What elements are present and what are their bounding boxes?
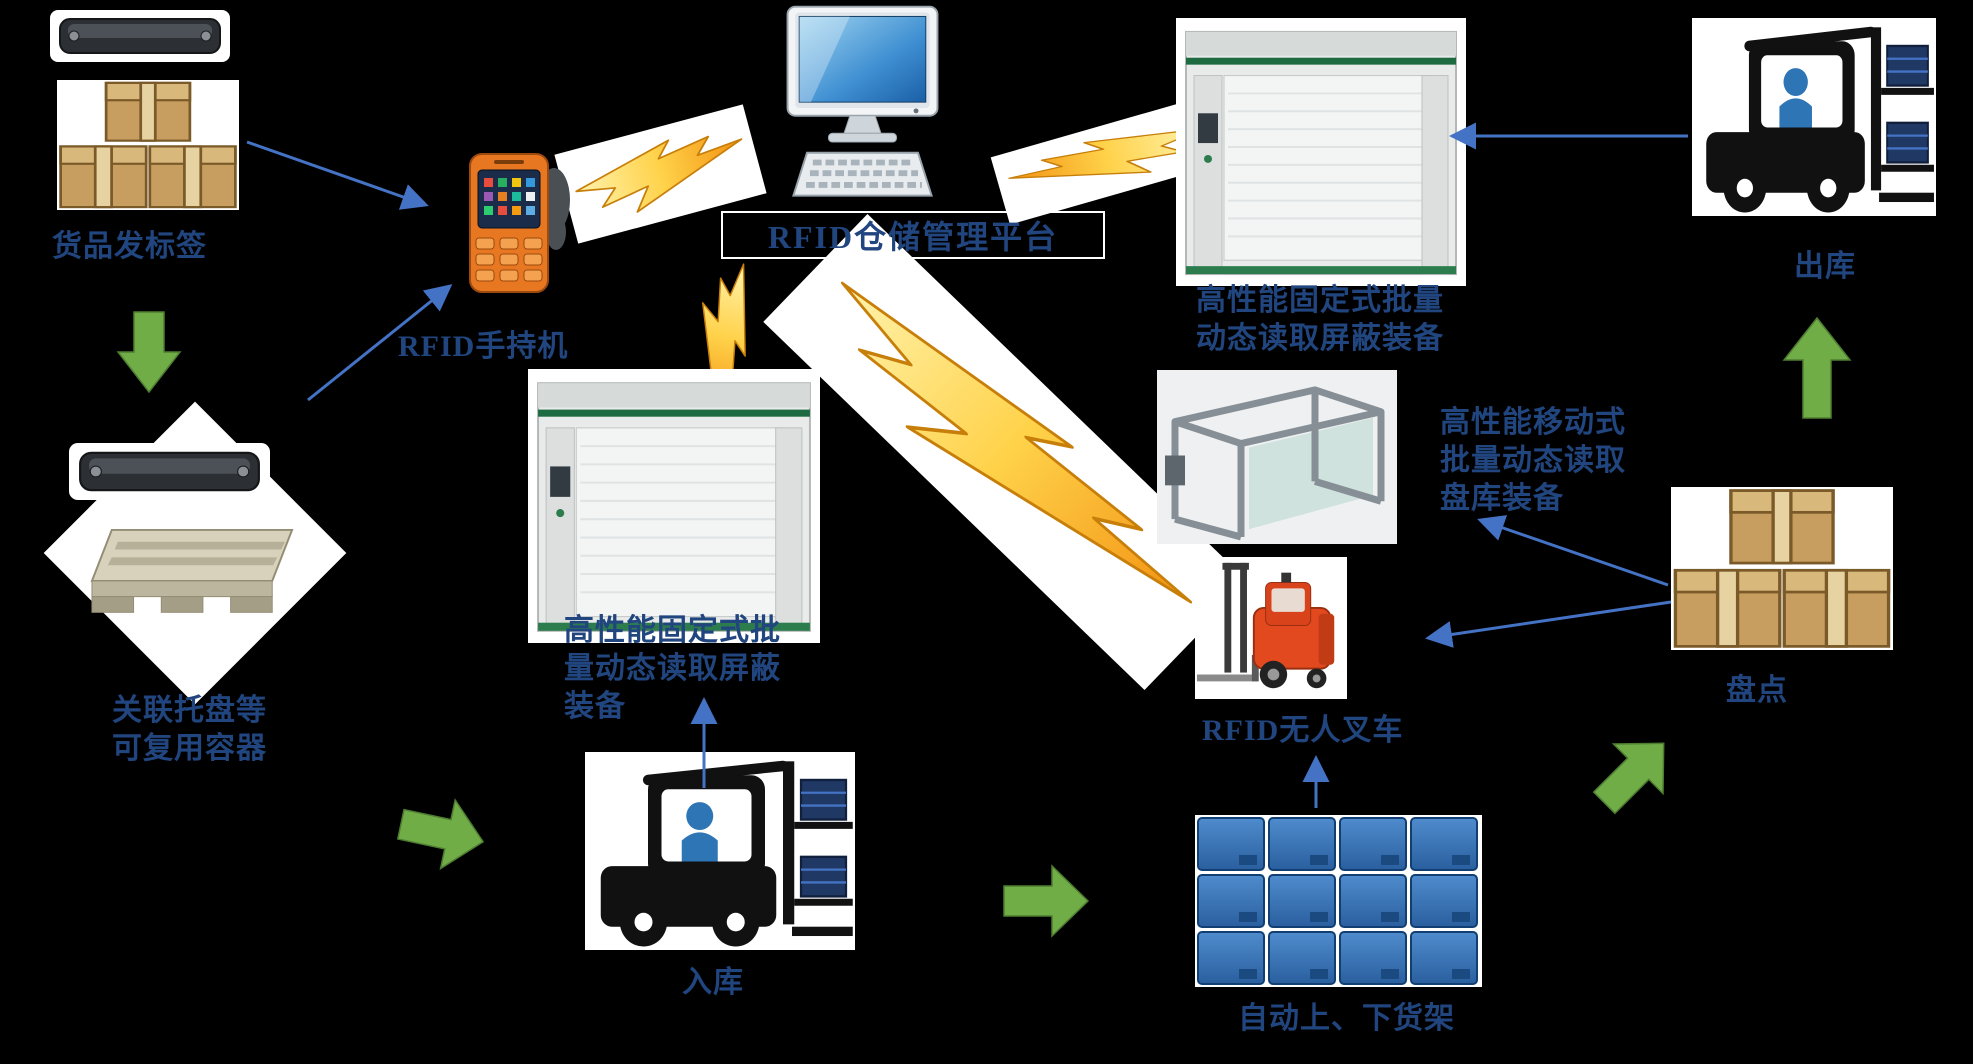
- computer-platform-image: [770, 2, 955, 212]
- goods-tagging-label: 货品发标签: [52, 230, 207, 263]
- fixed-reader-portal-icon: [528, 369, 820, 643]
- fixed-reader-portal-icon: [1176, 18, 1466, 286]
- pallet-tag-image: [69, 443, 270, 500]
- fixed-reader-right-label: 高性能固定式批量 动态读取屏蔽装备: [1196, 284, 1444, 356]
- outbound-label: 出库: [1794, 250, 1856, 283]
- rfid-tag-icon: [50, 10, 230, 62]
- inventory-label: 盘点: [1726, 674, 1788, 707]
- rfid-handheld-label: RFID手持机: [398, 330, 569, 363]
- green-arrow-diag-inventory: [1592, 742, 1665, 815]
- mobile-rack-image: [1157, 370, 1397, 544]
- pallet-icon: [88, 526, 296, 629]
- platform-label: RFID仓储管理平台: [767, 219, 1059, 255]
- shelf-crates-icon: [1195, 815, 1482, 987]
- connector-inventory-to-forklift: [1425, 600, 1672, 648]
- green-arrow-up-outbound: [1782, 316, 1852, 419]
- pallet-image: [88, 526, 296, 629]
- connector-inventory-to-mobile-reader: [1477, 515, 1669, 587]
- rfid-tag-image: [50, 10, 230, 62]
- fixed-reader-center-label: 高性能固定式批 量动态读取屏蔽 装备: [564, 614, 781, 724]
- rfid-forklift-label: RFID无人叉车: [1202, 714, 1404, 747]
- fixed-reader-image-right: [1176, 18, 1466, 286]
- green-arrow-down-tagging: [116, 311, 182, 394]
- rfid-tag-icon: [69, 443, 270, 500]
- outbound-forklift-image: [1692, 18, 1936, 216]
- rfid-handheld-icon: [469, 153, 570, 293]
- rfid-handheld-image: [460, 148, 572, 298]
- rfid-forklift-icon: [1195, 557, 1347, 699]
- inbound-label: 入库: [682, 966, 744, 999]
- inventory-boxes-image: [1671, 487, 1893, 650]
- forklift-icon: [585, 752, 855, 950]
- reusable-container-label: 关联托盘等 可复用容器: [112, 694, 267, 766]
- shelf-crates-image: [1195, 815, 1482, 987]
- mobile-reader-label: 高性能移动式 批量动态读取 盘库装备: [1440, 406, 1626, 516]
- fixed-reader-image-center: [528, 369, 820, 643]
- cargo-boxes-icon: [1671, 487, 1893, 650]
- green-arrow-right-to-inbound: [396, 798, 485, 871]
- cargo-boxes-image: [57, 80, 239, 210]
- lightning-bolt-icon: [792, 243, 1220, 662]
- mobile-rack-frame-icon: [1157, 370, 1397, 544]
- auto-shelf-label: 自动上、下货架: [1238, 1002, 1455, 1035]
- forklift-icon: [1692, 18, 1936, 216]
- platform-label-box: RFID仓储管理平台: [721, 211, 1105, 259]
- connector-boxes-to-handheld: [246, 140, 429, 210]
- green-arrow-right-to-shelf: [1003, 864, 1090, 938]
- computer-monitor-icon: [770, 2, 955, 212]
- rfid-forklift-image: [1195, 557, 1347, 699]
- inbound-forklift-image: [585, 752, 855, 950]
- cargo-boxes-icon: [57, 80, 239, 210]
